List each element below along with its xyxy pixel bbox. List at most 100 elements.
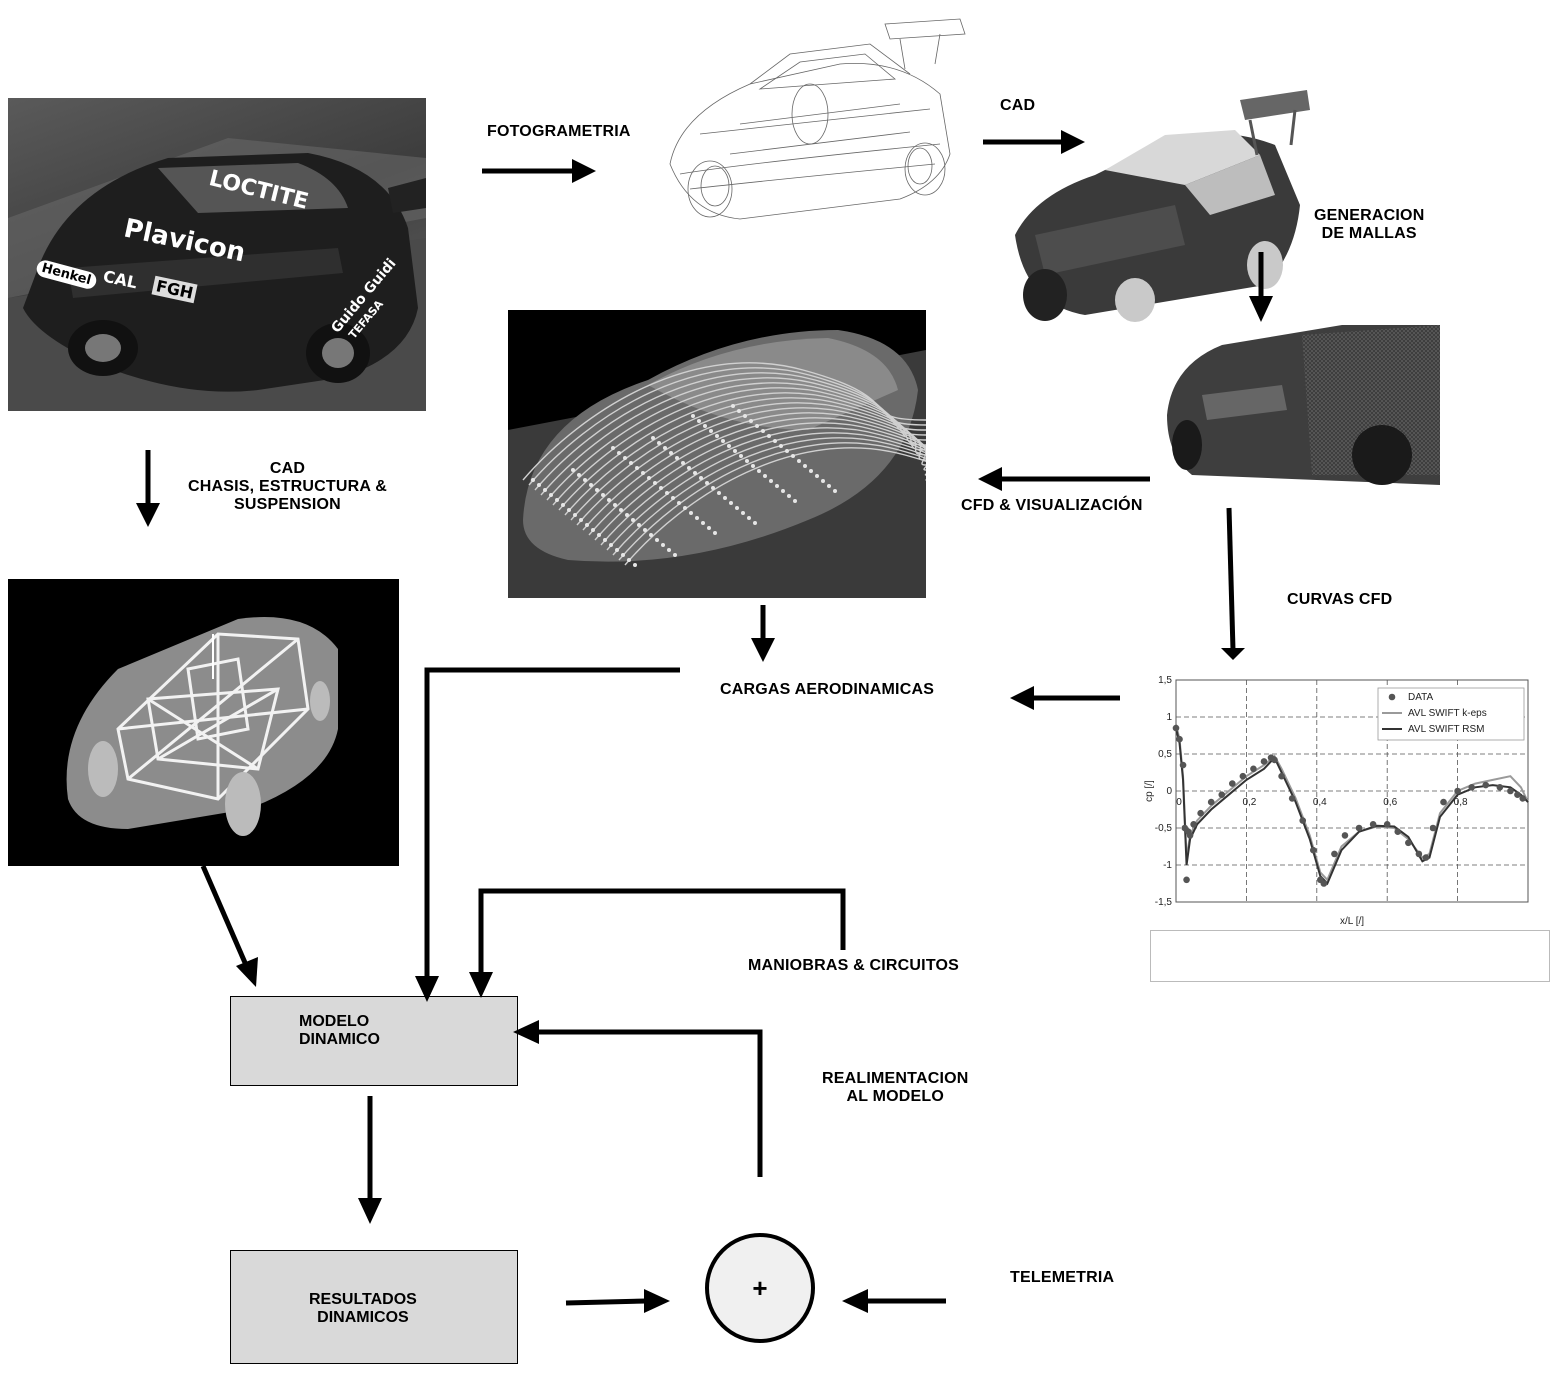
streamline — [594, 422, 926, 541]
streamline-seed-dot — [827, 484, 831, 488]
y-tick-label: 0,5 — [1158, 749, 1172, 760]
streamline-seed-dot — [549, 493, 553, 497]
data-point — [1176, 735, 1183, 743]
label-cad-chasis: CAD CHASIS, ESTRUCTURA & SUSPENSION — [188, 460, 387, 513]
arrowhead-model-to-results — [358, 1198, 382, 1224]
data-point — [1190, 821, 1197, 828]
y-tick-label: 1,5 — [1158, 675, 1172, 686]
streamline-seed-dot — [739, 454, 743, 458]
chart-caption-box — [1150, 930, 1550, 982]
streamline-seed-dot — [731, 404, 735, 408]
streamline-seed-dot — [821, 479, 825, 483]
connector-cargas-to-model — [424, 667, 680, 978]
streamline-seed-dot — [583, 478, 587, 482]
streamline-seed-dot — [761, 429, 765, 433]
streamline-seed-dot — [701, 521, 705, 525]
streamline — [588, 417, 926, 536]
data-point — [1179, 761, 1187, 769]
streamline-seed-dot — [611, 446, 615, 450]
arrowhead-results-to-sum — [644, 1289, 670, 1313]
streamline-seed-dot — [757, 469, 761, 473]
streamline-seed-dot — [623, 456, 627, 460]
streamline-seed-dot — [673, 553, 677, 557]
streamline-seed-dot — [637, 523, 641, 527]
streamline-seed-dot — [627, 558, 631, 562]
race-car-photo: LOCTITE Plavicon Henkel CAL FGH Guido Gu… — [8, 98, 426, 411]
legend-box — [1377, 687, 1525, 741]
mesh-car-drawing — [1167, 325, 1440, 485]
streamline-seed-dot — [775, 484, 779, 488]
streamline-seed-dot — [663, 446, 667, 450]
streamline-seed-dot — [601, 493, 605, 497]
arrowhead-curvas — [1221, 648, 1245, 660]
label-telemetria: TELEMETRIA — [1010, 1269, 1115, 1286]
x-tick-label: 0,2 — [1242, 797, 1256, 808]
streamline-seed-dot — [665, 491, 669, 495]
streamline-seed-dot — [617, 451, 621, 455]
streamline-seed-dot — [609, 543, 613, 547]
data-point — [1468, 784, 1475, 791]
data-point — [1172, 724, 1180, 732]
streamline-seed-dot — [571, 468, 575, 472]
arrow-results-to-sum-line — [565, 1298, 647, 1306]
modelo-dinamico-box: MODELO DINAMICO — [230, 996, 518, 1086]
wireframe-car-drawing — [669, 18, 966, 220]
streamline-seed-dot — [787, 494, 791, 498]
streamline-seed-dot — [635, 466, 639, 470]
streamline-seed-dot — [591, 528, 595, 532]
streamline-seed-dot — [625, 513, 629, 517]
data-point — [1355, 824, 1363, 832]
arrowhead-cfd-vis — [978, 467, 1002, 491]
streamline-seed-dot — [555, 498, 559, 502]
streamline-seed-dot — [717, 491, 721, 495]
data-point — [1369, 821, 1377, 828]
streamline-seed-dot — [703, 424, 707, 428]
streamline-seed-dot — [543, 488, 547, 492]
streamline-seed-dot — [769, 479, 773, 483]
wireframe-car-image — [640, 14, 970, 236]
plus-sign: + — [752, 1273, 768, 1303]
cad-car-drawing — [1015, 90, 1310, 322]
data-point — [1482, 781, 1490, 789]
data-point — [1278, 772, 1285, 780]
streamline — [606, 432, 926, 551]
streamline-seed-dot — [577, 473, 581, 477]
data-point — [1183, 876, 1190, 884]
streamline-seed-dot — [651, 436, 655, 440]
streamline-seed-dot — [649, 533, 653, 537]
data-point — [1415, 850, 1423, 858]
streamline-seed-dot — [727, 444, 731, 448]
streamline-seed-dot — [803, 464, 807, 468]
streamline-seed-dot — [729, 501, 733, 505]
data-point — [1207, 798, 1215, 806]
streamline-seed-dot — [735, 506, 739, 510]
x-tick-label: 0,4 — [1313, 797, 1327, 808]
streamline-seed-dot — [573, 513, 577, 517]
streamline-seed-dot — [793, 499, 797, 503]
streamline-seed-dot — [585, 523, 589, 527]
streamline-seed-dot — [621, 553, 625, 557]
label-cad-top: CAD — [1000, 97, 1036, 114]
streamline-seed-dot — [681, 461, 685, 465]
label-maniobras-circuitos: MANIOBRAS & CIRCUITOS — [748, 957, 960, 974]
streamline-seed-dot — [677, 501, 681, 505]
data-point — [1299, 817, 1307, 824]
streamline-seed-dot — [763, 474, 767, 478]
streamline-seed-dot — [715, 434, 719, 438]
streamline-seed-dot — [705, 481, 709, 485]
x-tick-label: 0,6 — [1383, 797, 1397, 808]
streamline-seed-dot — [711, 486, 715, 490]
streamline-seed-dot — [779, 444, 783, 448]
arrowhead-chassis-to-model — [236, 957, 258, 987]
race-car-illustration — [8, 138, 426, 411]
data-point — [1507, 787, 1514, 795]
streamline-seed-dot — [815, 474, 819, 478]
streamline-seed-dot — [669, 451, 673, 455]
streamline-seed-dot — [767, 434, 771, 438]
modelo-dinamico-label: MODELO DINAMICO — [299, 1013, 380, 1048]
y-tick-label: 0 — [1166, 786, 1172, 797]
streamline-seed-dot — [713, 531, 717, 535]
data-point — [1260, 758, 1268, 765]
